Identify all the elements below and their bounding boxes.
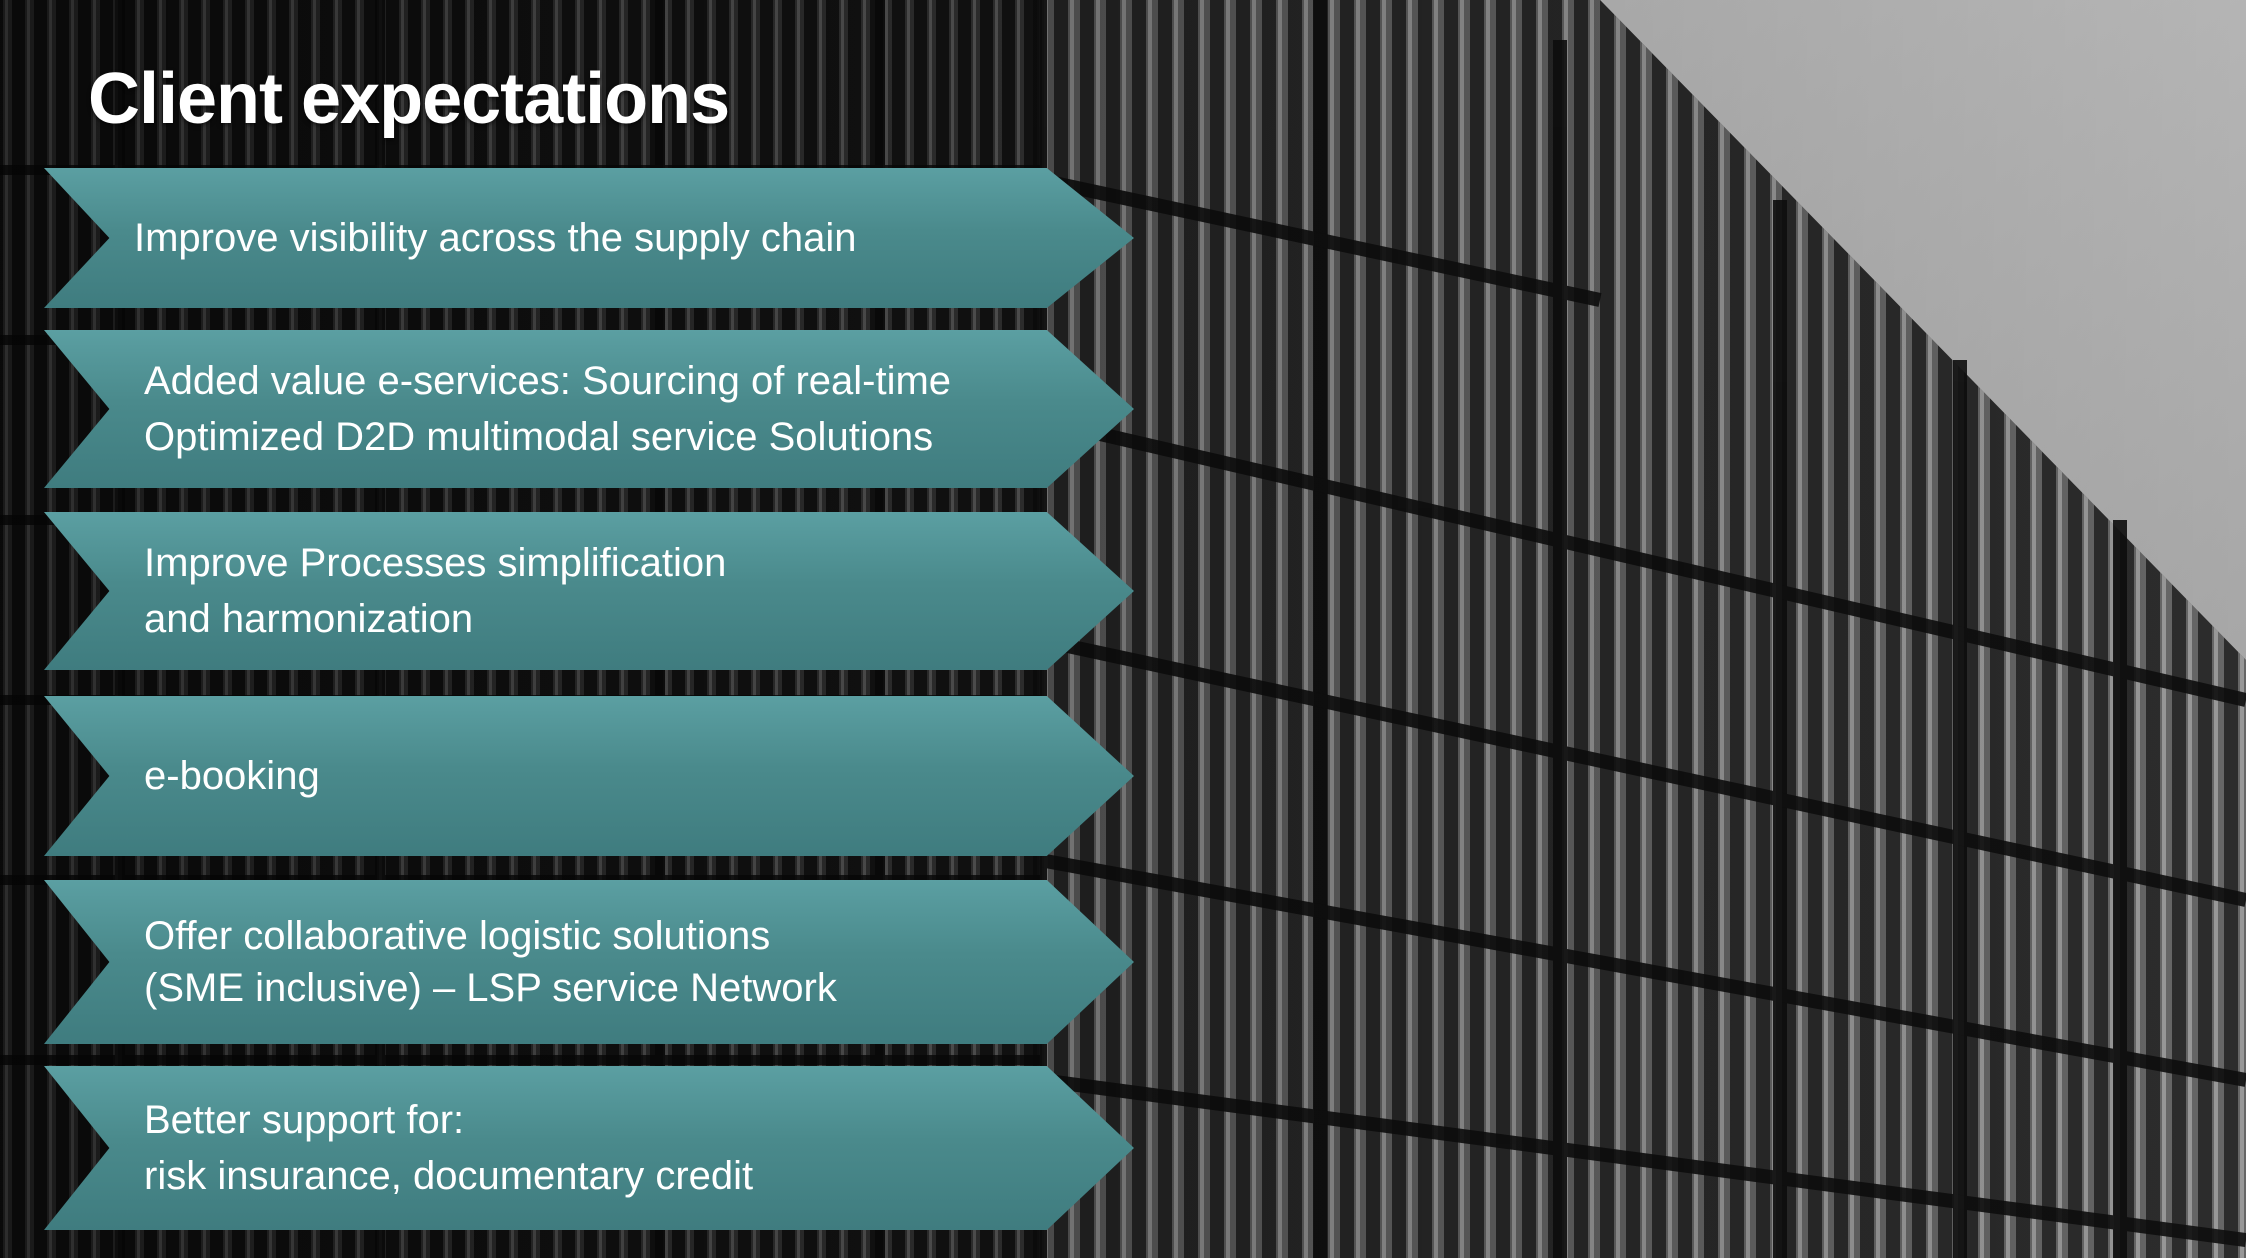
chevron-text-line: Offer collaborative logistic solutions (144, 914, 771, 958)
expectation-chevron-e-booking: e-booking (44, 696, 1134, 856)
chevron-text-line: Improve Processes simplification (144, 541, 727, 585)
chevron-text-line: risk insurance, documentary credit (144, 1154, 754, 1198)
expectation-chevron-processes: Improve Processes simplification and har… (44, 512, 1134, 670)
expectation-chevron-support: Better support for: risk insurance, docu… (44, 1066, 1134, 1230)
slide-title: Client expectations (88, 59, 730, 139)
chevron-text-line: (SME inclusive) – LSP service Network (144, 966, 837, 1010)
chevron-text-line: and harmonization (144, 597, 474, 641)
chevron-text-line: Improve visibility across the supply cha… (134, 216, 857, 260)
expectation-chevron-e-services: Added value e-services: Sourcing of real… (44, 330, 1134, 488)
chevron-text-line: Added value e-services: Sourcing of real… (144, 359, 952, 403)
chevron-text-line: Better support for: (144, 1098, 465, 1142)
chevron-text-line: e-booking (144, 754, 320, 798)
chevron-text-line: Optimized D2D multimodal service Solutio… (144, 415, 934, 459)
expectation-chevron-visibility: Improve visibility across the supply cha… (44, 168, 1134, 308)
expectation-chevron-collaborative: Offer collaborative logistic solutions (… (44, 880, 1134, 1044)
